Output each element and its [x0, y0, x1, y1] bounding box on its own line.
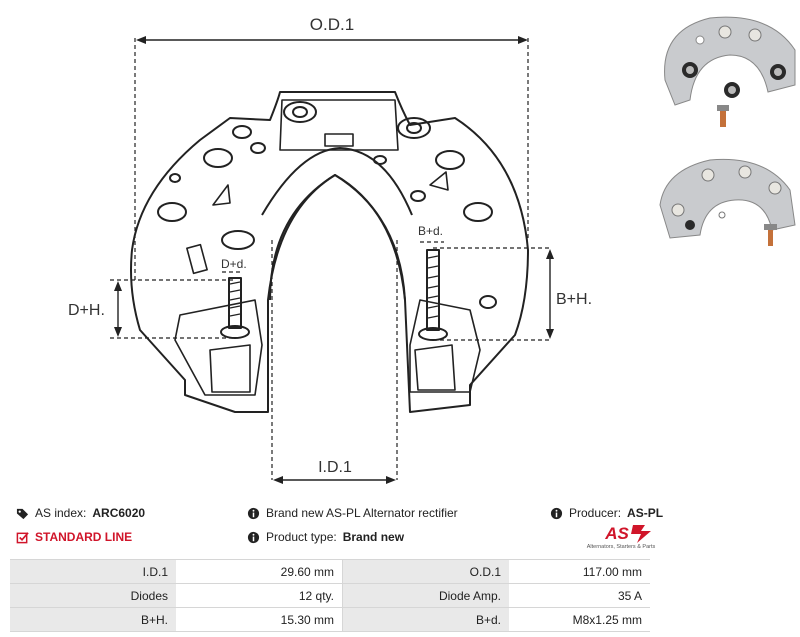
- product-photo-bottom: [659, 158, 796, 246]
- brand-desc-text: Brand new AS-PL Alternator rectifier: [266, 506, 458, 520]
- producer-label: Producer:: [569, 506, 622, 520]
- table-row: I.D.1 29.60 mm O.D.1 117.00 mm: [10, 559, 650, 584]
- spec-value: 117.00 mm: [509, 559, 650, 584]
- line-badge: STANDARD LINE: [16, 530, 132, 544]
- checkbox-icon: [16, 531, 29, 543]
- producer: Producer: AS-PL: [550, 506, 663, 520]
- tag-icon: [16, 508, 29, 519]
- product-type-label: Product type:: [266, 530, 337, 544]
- table-row: B+H. 15.30 mm B+d. M8x1.25 mm: [10, 607, 650, 632]
- id-label: I.D.1: [318, 459, 352, 476]
- dh-label: D+H.: [68, 302, 105, 319]
- spec-value: 29.60 mm: [176, 559, 343, 584]
- spec-label: Diode Amp.: [342, 583, 509, 608]
- producer-value: AS-PL: [627, 506, 664, 520]
- spec-value: 15.30 mm: [176, 607, 343, 632]
- bh-label: B+H.: [556, 291, 592, 308]
- spec-value: 12 qty.: [176, 583, 343, 608]
- table-row: Diodes 12 qty. Diode Amp. 35 A: [10, 583, 650, 608]
- as-index: AS index: ARC6020: [16, 506, 145, 520]
- info-icon: [550, 507, 563, 519]
- as-logo-mark: AS: [604, 524, 651, 543]
- as-index-label: AS index:: [35, 506, 87, 520]
- product-info: AS index: ARC6020 STANDARD LINE Brand ne…: [0, 500, 800, 555]
- spec-label: B+H.: [10, 607, 176, 632]
- spec-label: B+d.: [342, 607, 509, 632]
- od-label: O.D.1: [310, 15, 354, 34]
- spec-table: I.D.1 29.60 mm O.D.1 117.00 mm Diodes 12…: [10, 559, 650, 632]
- bd-label: B+d.: [418, 224, 443, 238]
- logo-text: AS: [604, 524, 629, 543]
- info-icon: [247, 507, 260, 519]
- spec-value: M8x1.25 mm: [509, 607, 650, 632]
- standard-line-label: STANDARD LINE: [35, 530, 133, 544]
- spec-label: O.D.1: [342, 559, 509, 584]
- as-pl-logo: AS Alternators, Starters & Parts: [585, 522, 657, 554]
- spec-label: I.D.1: [10, 559, 176, 584]
- rectifier-technical-drawing: O.D.1 I.D.1 D+H. B+H. D+d. B+d.: [68, 15, 592, 484]
- product-photos: [659, 16, 796, 246]
- spec-label: Diodes: [10, 583, 176, 608]
- product-photo-top: [664, 16, 796, 127]
- logo-tagline: Alternators, Starters & Parts: [586, 544, 656, 550]
- brand-desc: Brand new AS-PL Alternator rectifier: [247, 506, 458, 520]
- product-type-value: Brand new: [342, 530, 405, 544]
- as-index-value: ARC6020: [92, 506, 146, 520]
- spec-value: 35 A: [509, 583, 650, 608]
- product-type: Product type: Brand new: [247, 530, 404, 544]
- dd-label: D+d.: [221, 257, 247, 271]
- info-icon: [247, 531, 260, 543]
